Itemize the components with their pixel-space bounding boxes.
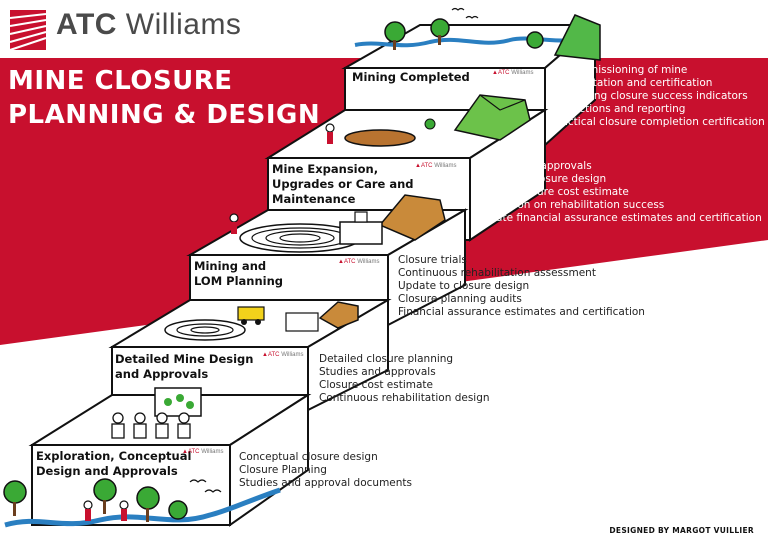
step-1-label-line: Design and Approvals <box>36 464 178 478</box>
step-1-label-line: Exploration, Conceptual <box>36 449 192 463</box>
step-5-item: Monitoring closure success indicators <box>551 90 748 102</box>
step-2-label-line: and Approvals <box>115 367 209 381</box>
step-4-label: Mine Expansion, Upgrades or Care and Mai… <box>272 162 414 207</box>
step-1-item: Conceptual closure design <box>239 451 378 463</box>
logo-light: Williams <box>125 8 242 41</box>
step-3-label: Mining and LOM Planning <box>194 259 283 289</box>
step-1-item: Closure Planning <box>239 464 327 476</box>
step-5-label: Mining Completed <box>352 70 470 85</box>
worker-figures <box>229 123 335 234</box>
step-1-label: Exploration, Conceptual Design and Appro… <box>36 449 191 479</box>
step-4-label-line: Upgrades or Care and <box>272 177 414 191</box>
step-5-item: Inspections and reporting <box>551 103 686 115</box>
step-2-item: Continuous rehabilitation design <box>319 392 490 404</box>
step-3-item: Closure planning audits <box>398 293 522 305</box>
step-2-item: Studies and approvals <box>319 366 436 378</box>
step-1-item: Studies and approval documents <box>239 477 413 489</box>
step-3-items: Closure trials Continuous rehabilitation… <box>398 254 645 319</box>
step-4-items: Studies and approvals Update to closure … <box>475 160 762 225</box>
step-2-item: Detailed closure planning <box>319 353 454 365</box>
rehabilitated-landscape <box>344 14 601 147</box>
step-2-label-line: Detailed Mine Design <box>115 352 254 366</box>
step-3-item: Financial assurance estimates and certif… <box>398 306 645 318</box>
step-5-item: Rehabilitation and certification <box>551 77 713 89</box>
step-2-items: Detailed closure planning Studies and ap… <box>319 353 490 405</box>
exploration-landscape <box>3 478 281 528</box>
title-line-1: MINE CLOSURE <box>8 66 233 96</box>
step-4-item: Update closure cost estimate <box>475 186 629 198</box>
step-5-mini-logo: ▲ATC Williams <box>492 70 534 76</box>
step-5-item: Decommissioning of mine <box>551 64 688 76</box>
step-2-item: Closure cost estimate <box>319 379 434 391</box>
step-4-mini-logo: ▲ATC Williams <box>415 163 457 169</box>
step-4-item: Update financial assurance estimates and… <box>475 212 762 224</box>
bird-icons <box>451 7 479 19</box>
step-4-label-line: Maintenance <box>272 192 356 206</box>
step-3-mini-logo: ▲ATC Williams <box>338 259 380 265</box>
step-4-label-line: Mine Expansion, <box>272 162 379 176</box>
step-3-item: Continuous rehabilitation assessment <box>398 267 596 279</box>
atc-williams-logo: ATC Williams <box>56 8 241 42</box>
step-5-items: Decommissioning of mine Rehabilitation a… <box>551 64 765 129</box>
planning-meeting <box>111 387 202 439</box>
step-1-mini-logo: ▲ATC Williams <box>182 449 224 455</box>
step-5-label-line: Mining Completed <box>352 70 470 84</box>
title-line-2: PLANNING & DESIGN <box>8 100 321 130</box>
step-3-item: Closure trials <box>398 254 467 266</box>
logo-bold: ATC <box>56 8 117 41</box>
step-3-label-line: Mining and <box>194 259 267 273</box>
step-5-item: Practical closure completion certificati… <box>551 116 765 128</box>
expansion-pit-and-stockpile <box>239 194 446 253</box>
designer-credit: DESIGNED BY MARGOT VUILLIER <box>609 526 754 535</box>
step-2-label: Detailed Mine Design and Approvals <box>115 352 253 382</box>
step-4-item: Update to closure design <box>475 173 607 185</box>
step-1-items: Conceptual closure design Closure Planni… <box>239 451 412 490</box>
step-3-item: Update to closure design <box>398 280 530 292</box>
step-2-mini-logo: ▲ATC Williams <box>262 352 304 358</box>
step-4-item: Evaluation on rehabilitation success <box>475 199 665 211</box>
mining-pit-and-truck <box>164 301 359 341</box>
step-3-label-line: LOM Planning <box>194 274 284 288</box>
step-4-item: Studies and approvals <box>475 160 592 172</box>
atc-logo-icon <box>9 10 47 51</box>
